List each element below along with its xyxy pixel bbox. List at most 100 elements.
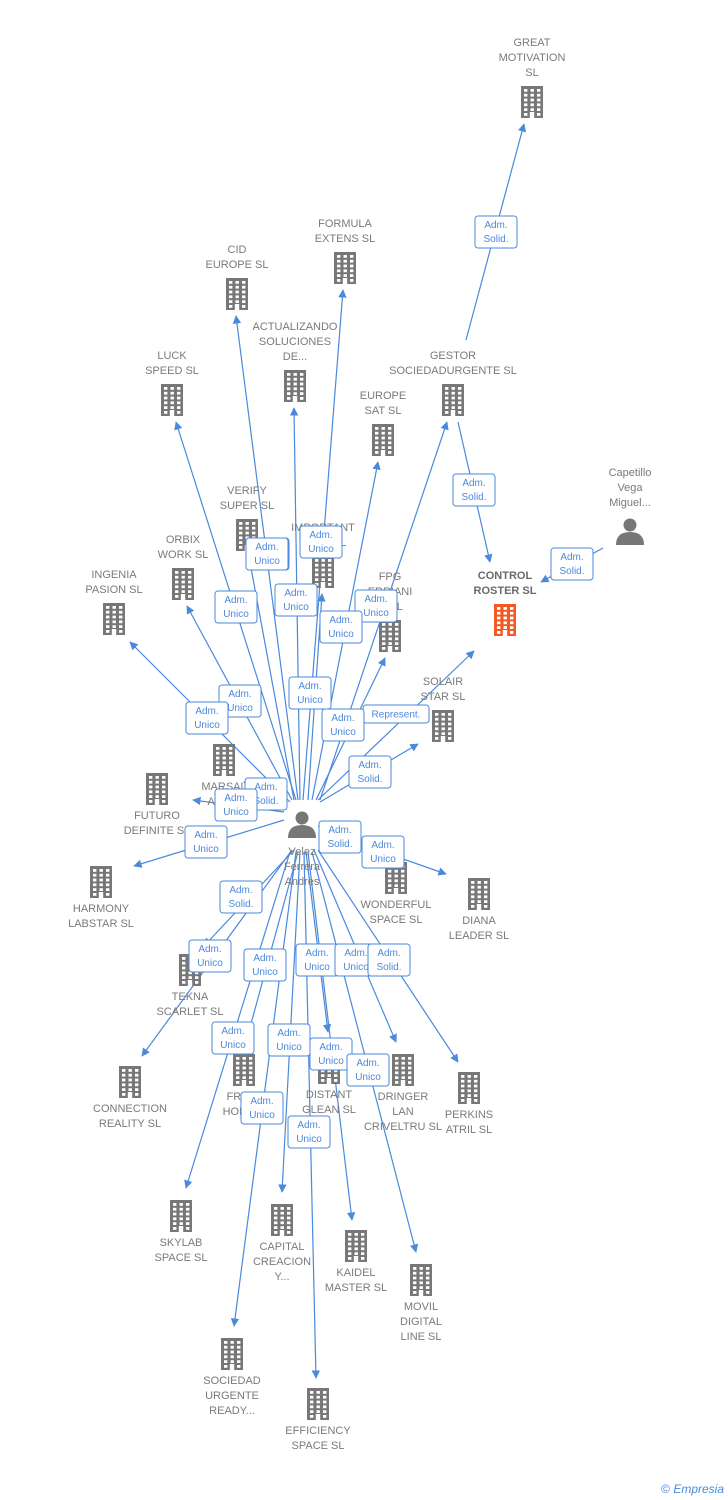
relation-tag[interactable]: Adm.Unico bbox=[321, 708, 365, 742]
node-label: SUPER SL bbox=[220, 500, 274, 512]
relation-tag-label: Adm. bbox=[319, 1042, 342, 1053]
node-label: MOTIVATION bbox=[499, 52, 566, 64]
relation-tag-label: Adm. bbox=[298, 681, 321, 692]
relation-tag-label: Solid. bbox=[376, 962, 401, 973]
relation-tag[interactable]: Adm.Unico bbox=[211, 1021, 255, 1055]
relation-tag[interactable]: Adm.Unico bbox=[243, 948, 287, 982]
node-label: WONDERFUL bbox=[361, 899, 432, 911]
node-label: INGENIA bbox=[91, 569, 137, 581]
relation-tag-label: Unico bbox=[220, 1040, 246, 1051]
relation-tag-label: Unico bbox=[370, 854, 396, 865]
relation-tag[interactable]: Adm.Unico bbox=[214, 590, 258, 624]
relation-tag[interactable]: Adm. Unico bbox=[295, 943, 339, 977]
relation-tag-label: Represent. bbox=[372, 710, 421, 721]
relation-tag[interactable]: Adm.Unico bbox=[214, 788, 258, 822]
building-icon bbox=[521, 86, 543, 118]
edge-velez-sociedad bbox=[230, 851, 297, 1327]
relation-tag[interactable]: Adm.Solid. bbox=[219, 880, 263, 914]
relation-tag[interactable]: Represent. bbox=[362, 704, 430, 724]
node-label: SPACE SL bbox=[292, 1440, 345, 1452]
building-icon bbox=[307, 1388, 329, 1420]
relation-tag[interactable]: Adm.Solid. bbox=[452, 473, 496, 507]
building-icon bbox=[432, 710, 454, 742]
relation-tag[interactable]: Adm.Unico bbox=[184, 825, 228, 859]
relation-tag-label: Adm. bbox=[358, 760, 381, 771]
relation-tag-label: Unico bbox=[304, 962, 330, 973]
relation-tag[interactable]: Adm.Solid. bbox=[550, 547, 594, 581]
node-capital[interactable]: CAPITALCREACIONY... bbox=[253, 1204, 311, 1283]
relation-tag[interactable]: Adm.Unico bbox=[185, 701, 229, 735]
relation-tag[interactable]: Adm.Unico bbox=[245, 537, 289, 571]
relation-tag-label: Adm. bbox=[462, 478, 485, 489]
relation-tag[interactable]: Adm.Unico bbox=[299, 525, 343, 559]
node-label: Capetillo bbox=[609, 467, 652, 479]
relation-tag[interactable]: Adm.Unico bbox=[319, 610, 363, 644]
relation-tag-label: Unico bbox=[328, 629, 354, 640]
node-sociedad[interactable]: SOCIEDADURGENTEREADY... bbox=[203, 1338, 261, 1417]
relation-tag[interactable]: Adm.Unico bbox=[287, 1115, 331, 1149]
relation-tag-label: Unico bbox=[283, 602, 309, 613]
node-label: ATRIL SL bbox=[446, 1124, 492, 1136]
building-icon bbox=[236, 519, 258, 551]
relation-tag-label: Adm. bbox=[305, 948, 328, 959]
relation-tag[interactable]: Adm.Unico bbox=[346, 1053, 390, 1087]
relation-tag[interactable]: Adm.Unico bbox=[274, 583, 318, 617]
node-label: SAT SL bbox=[365, 405, 402, 417]
relation-tag[interactable]: Adm.Solid. bbox=[318, 820, 362, 854]
relation-tag[interactable]: Adm.Solid. bbox=[348, 755, 392, 789]
node-label: FORMULA bbox=[318, 218, 372, 230]
node-capetillo[interactable]: CapetilloVegaMiguel... bbox=[609, 467, 652, 545]
brand-logo[interactable]: Empresia bbox=[673, 1482, 724, 1496]
building-icon bbox=[284, 370, 306, 402]
relation-tag-label: Solid. bbox=[483, 234, 508, 245]
node-actualizando[interactable]: ACTUALIZANDOSOLUCIONESDE... bbox=[253, 321, 338, 402]
node-label: REALITY SL bbox=[99, 1118, 161, 1130]
node-label: ROSTER SL bbox=[474, 585, 537, 597]
relation-tag[interactable]: Adm. Unico bbox=[267, 1023, 311, 1057]
relation-tag[interactable]: Adm.Unico bbox=[354, 589, 398, 623]
node-label: Vega bbox=[617, 482, 643, 494]
relation-tag-label: Adm. bbox=[371, 840, 394, 851]
relation-tag-label: Unico bbox=[193, 844, 219, 855]
relation-tag-label: Unico bbox=[276, 1042, 302, 1053]
relation-tag[interactable]: Adm.Solid. bbox=[474, 215, 518, 249]
relation-tag[interactable]: Adm.Unico bbox=[218, 684, 262, 718]
relation-tag-label: Adm. bbox=[253, 953, 276, 964]
relation-tag[interactable]: Adm.Solid. bbox=[367, 943, 411, 977]
relation-tag-label: Adm. bbox=[277, 1028, 300, 1039]
relation-tag[interactable]: Adm.Unico bbox=[188, 939, 232, 973]
building-icon bbox=[221, 1338, 243, 1370]
relation-tag[interactable]: Adm.Unico bbox=[288, 676, 332, 710]
relation-tag[interactable]: Adm.Unico bbox=[240, 1091, 284, 1125]
relation-tag-label: Adm. bbox=[254, 782, 277, 793]
relation-tag[interactable]: Adm.Unico bbox=[309, 1037, 353, 1071]
relation-tag-label: Adm. bbox=[195, 706, 218, 717]
node-label: DIGITAL bbox=[400, 1316, 442, 1328]
relation-tag[interactable]: Adm. Unico bbox=[361, 835, 405, 869]
node-label: MASTER SL bbox=[325, 1282, 387, 1294]
